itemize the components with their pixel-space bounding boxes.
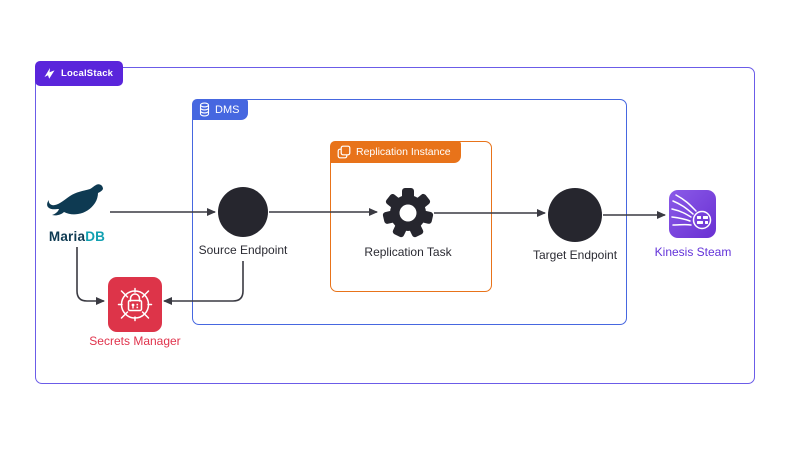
mariadb-label-maria: Maria (48, 229, 86, 244)
dms-badge: DMS (192, 99, 249, 120)
localstack-badge-label: LocalStack (61, 68, 114, 79)
replication-task-label: Replication Task (364, 245, 452, 259)
replication-instance-badge-label: Replication Instance (356, 146, 451, 158)
replication-instance-badge: Replication Instance (330, 141, 461, 163)
mariadb-seal-icon (47, 184, 103, 216)
dms-badge-label: DMS (215, 103, 240, 116)
database-icon (199, 102, 210, 117)
secrets-manager-icon (108, 277, 162, 332)
secrets-manager-label: Secrets Manager (89, 334, 181, 348)
arrow-mariadb-to-secrets (76, 247, 105, 305)
replication-task-gear-icon (382, 188, 434, 238)
kinesis-stream-label: Kinesis Steam (654, 245, 732, 259)
mariadb-label-db: DB (85, 229, 106, 244)
source-endpoint-node (218, 187, 268, 237)
arrows (76, 208, 666, 305)
target-endpoint-label: Target Endpoint (532, 248, 618, 262)
mariadb-label: MariaDB (49, 229, 105, 244)
arrow-source-to-secrets (163, 261, 244, 305)
kinesis-stream-icon (669, 190, 716, 238)
localstack-badge: LocalStack (35, 61, 124, 86)
localstack-container-box (35, 67, 755, 384)
source-endpoint-label: Source Endpoint (198, 243, 288, 257)
target-endpoint-node (548, 188, 602, 242)
instances-copy-icon (337, 145, 351, 159)
localstack-logo-icon (44, 68, 55, 79)
